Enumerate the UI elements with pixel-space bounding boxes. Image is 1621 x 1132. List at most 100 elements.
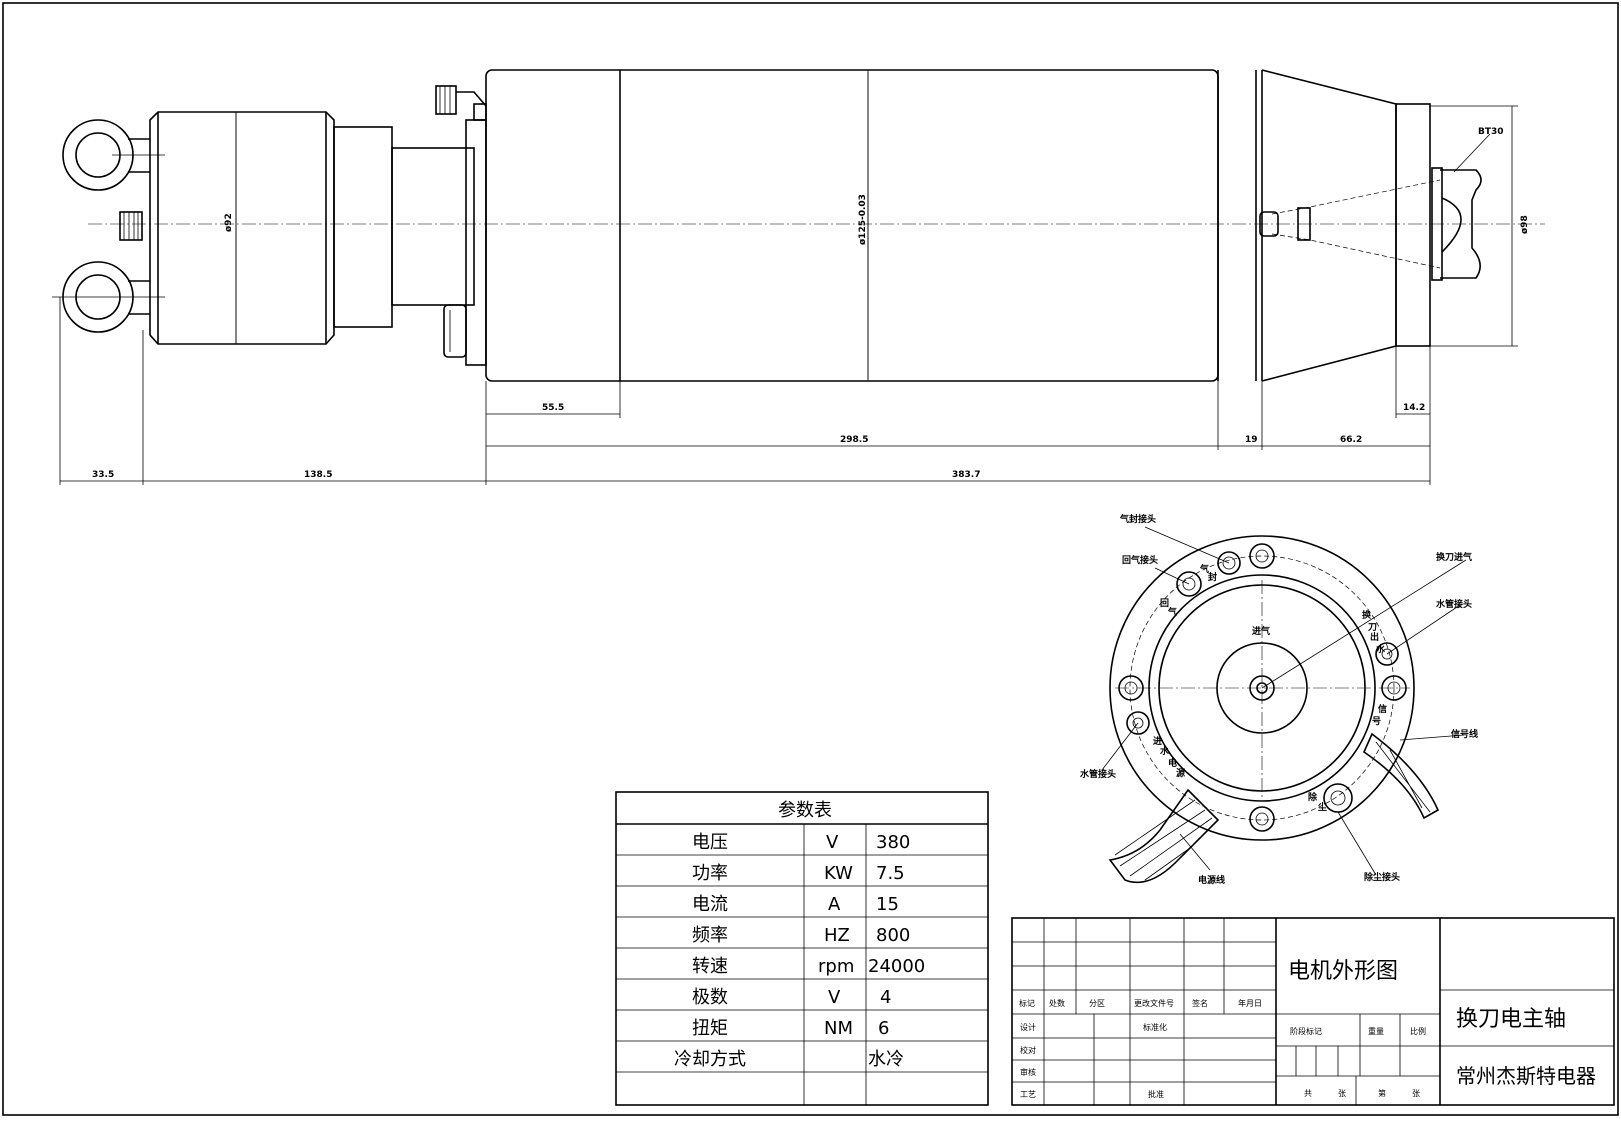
rear-neck [333,126,393,328]
lifting-eye-top [62,119,165,191]
dim-55-5: 55.5 [542,403,564,413]
svg-text:刀: 刀 [1368,622,1377,633]
param-name-4: 转速 [692,956,728,977]
svg-text:封: 封 [1208,571,1217,583]
param-name-1: 功率 [692,863,728,884]
param-value-6: 6 [878,1018,889,1039]
param-unit-6: NM [824,1018,853,1039]
tb-sheet: 张 [1412,1089,1420,1098]
param-value-0: 380 [876,832,910,853]
tb-header-sign: 签名 [1192,998,1208,1008]
param-name-3: 频率 [692,925,728,946]
tool-holder-bt30: BT30 [1259,127,1504,281]
dim-138-5: 138.5 [304,470,332,480]
tb-row-review: 审核 [1020,1067,1036,1077]
title-block: 标记 处数 分区 更改文件号 签名 年月日 设计 校对 审核 工艺 标准化 批准… [1011,917,1615,1106]
tb-sheets: 张 [1338,1089,1346,1098]
label-dust-joint: 除尘接头 [1364,871,1400,883]
tb-row-process: 工艺 [1020,1090,1036,1099]
param-value-3: 800 [876,925,910,946]
tb-product-name: 换刀电主轴 [1456,1007,1566,1032]
tb-approve: 批准 [1148,1089,1164,1099]
svg-text:气: 气 [1167,606,1177,618]
bt30-label: BT30 [1478,127,1504,137]
dim-19: 19 [1245,435,1258,445]
param-unit-1: KW [824,863,853,884]
nose-cone [1261,69,1397,382]
tb-header-zone: 分区 [1089,999,1105,1008]
param-name-0: 电压 [692,832,728,853]
tb-header-count: 处数 [1049,998,1065,1008]
power-cable-shape [1108,788,1220,884]
rear-shaft [391,147,475,306]
param-name-7: 冷却方式 [674,1049,746,1070]
label-tool-change-air-in: 换刀进气 [1436,551,1472,563]
param-unit-4: rpm [818,956,854,977]
param-unit-3: HZ [824,925,850,946]
param-value-7: 水冷 [868,1049,904,1070]
tb-stage-mark: 阶段标记 [1290,1026,1322,1036]
tb-header-mark: 标记 [1019,998,1035,1008]
svg-text:回: 回 [1160,598,1169,609]
label-air-return: 回气接头 [1122,554,1158,566]
param-value-2: 15 [876,894,899,915]
svg-text:源: 源 [1176,767,1185,779]
svg-text:气: 气 [1199,563,1209,575]
label-signal-wire: 信号线 [1451,728,1478,740]
front-flange [1395,103,1431,347]
top-air-fitting [435,85,487,115]
svg-text:水: 水 [1376,643,1386,655]
tb-drawing-name: 电机外形图 [1288,959,1398,984]
svg-text:信: 信 [1378,703,1387,715]
tb-row-design: 设计 [1020,1022,1036,1032]
dimension-lines: 55.5 14.2 298.5 19 66.2 33.5 138.5 383.7 [59,297,1431,485]
ring-marks: 回 气 气 封 换 刀 出 水 信 号 进 水 电 源 除 尘 [1153,563,1387,813]
tb-row-check: 校对 [1020,1045,1036,1055]
lifting-eye-bottom [52,261,165,333]
dim-298-5: 298.5 [840,435,868,445]
svg-text:号: 号 [1372,716,1381,727]
signal-cable-shape [1362,732,1440,820]
spindle-side-view: BT30 ø92 ø125-0.03 ø98 [52,69,1545,382]
param-unit-0: V [826,832,839,853]
tb-scale: 比例 [1410,1026,1426,1036]
motor-body [485,69,1219,382]
svg-text:进: 进 [1153,735,1162,747]
tb-weight: 重量 [1368,1026,1384,1036]
tb-company-name: 常州杰斯特电器 [1456,1064,1596,1088]
label-water-pipe-right: 水管接头 [1436,598,1472,610]
svg-text:水: 水 [1160,745,1170,757]
label-water-pipe-left: 水管接头 [1080,768,1116,780]
svg-text:出: 出 [1370,631,1379,643]
rear-cap [149,111,335,345]
param-name-2: 电流 [692,894,728,915]
dim-66-2: 66.2 [1340,435,1362,445]
svg-text:换: 换 [1362,609,1372,621]
svg-text:除: 除 [1308,791,1318,803]
tb-standardize: 标准化 [1143,1022,1167,1032]
param-table-title: 参数表 [778,800,832,821]
param-value-5: 4 [880,987,891,1008]
dia-125-label: ø125-0.03 [858,194,868,245]
tb-total: 共 [1304,1089,1312,1098]
param-name-5: 极数 [692,987,728,1008]
param-name-6: 扭矩 [692,1018,728,1039]
label-air-in: 进气 [1252,625,1270,637]
dia-92-label: ø92 [224,213,234,232]
label-air-seal: 气封接头 [1119,513,1156,525]
bottom-fitting [443,304,467,358]
param-value-4: 24000 [868,956,925,977]
dim-33-5: 33.5 [92,470,114,480]
param-unit-2: A [828,894,841,915]
param-value-1: 7.5 [876,863,905,884]
param-unit-5: V [828,987,841,1008]
dia-98-label: ø98 [1520,215,1530,234]
tb-header-date: 年月日 [1238,998,1262,1008]
parameter-table: 参数表 电压 V 380 功率 KW 7.5 电流 A 15 频率 HZ 800… [615,791,989,1106]
tb-header-change-doc: 更改文件号 [1134,998,1174,1008]
rear-fitting [119,211,143,241]
bolt-holes [1118,543,1407,832]
spindle-end-view: 气封接头 回气接头 换刀进气 水管接头 进气 信号线 水管接头 电源线 除尘接头… [1080,513,1478,886]
